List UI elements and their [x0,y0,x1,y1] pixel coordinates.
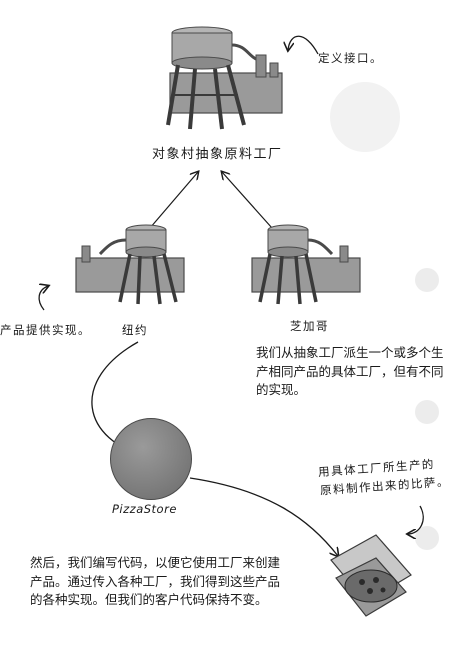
client-code-paragraph: 然后，我们编写代码，以便它使用工厂来创建产品。通过传入各种工厂，我们得到这些产品… [30,555,281,607]
arrow-chicago-to-abstract [222,172,273,229]
pizza-store-label: PizzaStore [112,502,177,516]
arrow-define-interface [288,35,319,55]
products-impl-label: 产品提供实现。 [0,323,91,337]
faded-step-badge-2 [415,400,439,424]
arrow-note-to-pizza [408,505,424,534]
define-interface-label: 定义接口。 [318,51,383,65]
concrete-factories-paragraph: 我们从抽象工厂派生一个或多个生产相同产品的具体工厂，但有不同的实现。 [256,345,444,397]
new-york-factory-illustration [72,222,190,307]
arrow-products [38,286,48,311]
chicago-label: 芝加哥 [290,319,329,333]
faded-step-badge-1 [415,268,439,292]
faded-circle [330,82,400,152]
abstract-factory-illustration [160,25,290,140]
pizza-box-illustration [326,530,416,620]
abstract-factory-label: 对象村抽象原料工厂 [152,147,283,162]
new-york-label: 纽约 [122,323,148,337]
chicago-factory-illustration [248,222,366,307]
pizza-store-circle [110,418,192,500]
arrow-ny-to-abstract [149,172,198,229]
arrow-store-to-pizza [189,477,338,556]
